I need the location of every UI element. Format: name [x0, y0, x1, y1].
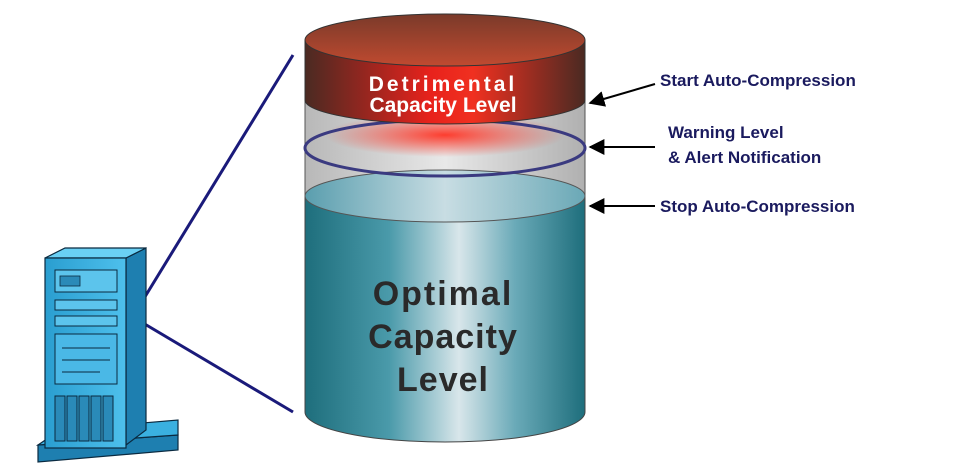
optimal-label-line2: Capacity	[368, 318, 518, 356]
detrimental-zone-top	[304, 13, 586, 67]
optimal-zone-top	[304, 169, 586, 223]
connector-line-top	[141, 54, 295, 301]
optimal-zone	[304, 195, 586, 443]
connector-line-bottom	[142, 321, 294, 414]
warning-label-line2: & Alert Notification	[668, 148, 821, 167]
detrimental-label-line2: Capacity Level	[369, 94, 516, 117]
server-tower-icon	[35, 247, 179, 463]
start-arrow	[588, 83, 656, 107]
detrimental-label-line1: Detrimental	[369, 73, 518, 96]
stop-compression-label: Stop Auto-Compression	[660, 197, 855, 216]
optimal-label-line3: Level	[397, 361, 489, 399]
storage-cylinder: Detrimental Capacity Level Optimal Capac…	[303, 13, 587, 443]
warning-label-line1: Warning Level	[668, 123, 784, 142]
optimal-label-line1: Optimal	[373, 275, 514, 313]
start-compression-label: Start Auto-Compression	[660, 71, 856, 90]
